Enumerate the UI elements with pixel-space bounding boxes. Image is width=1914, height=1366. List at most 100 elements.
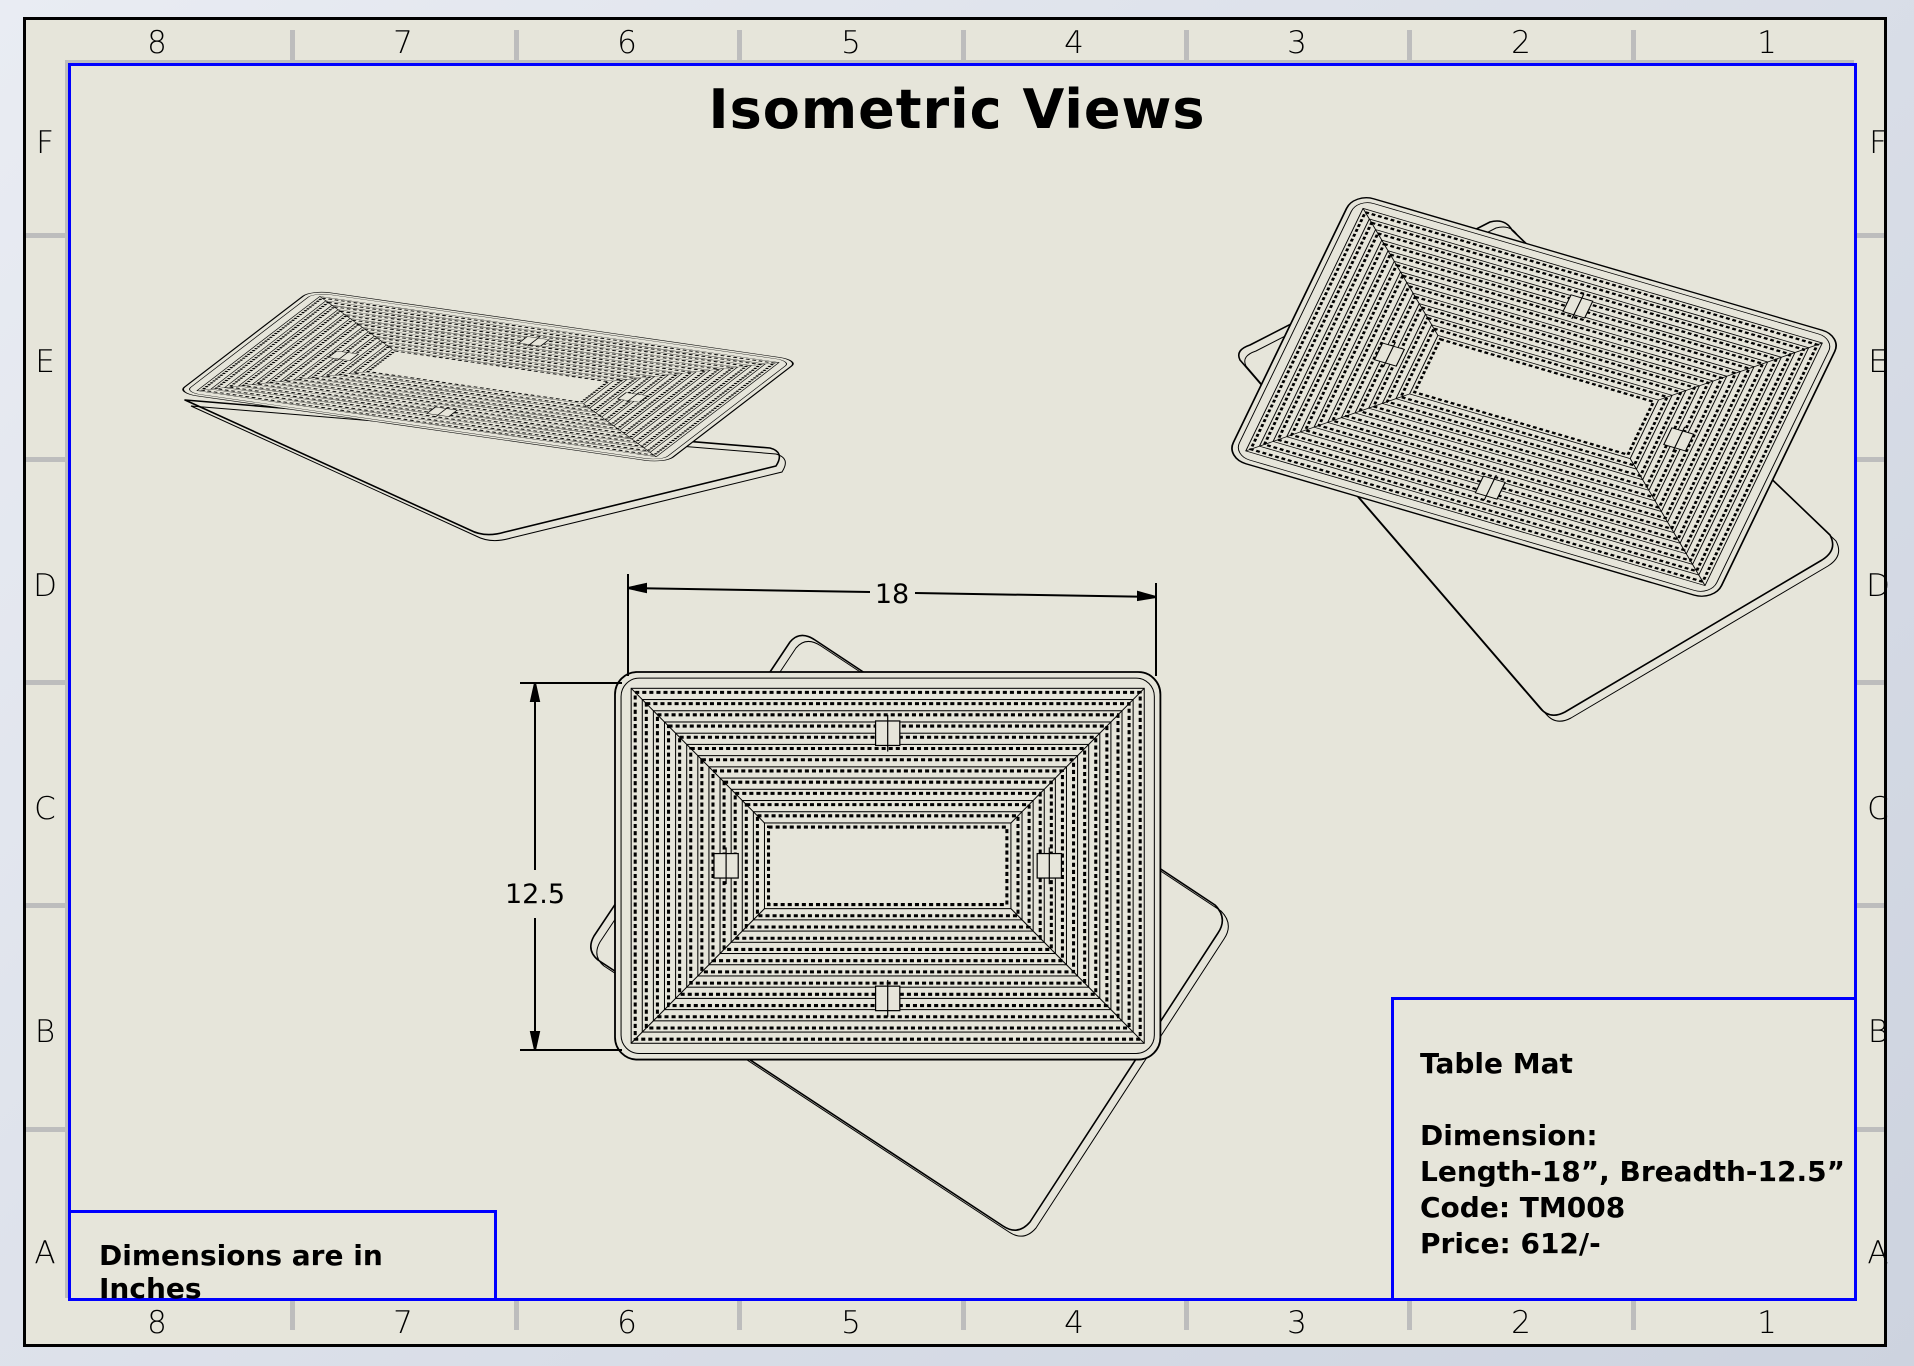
zone-divider — [1857, 457, 1884, 462]
zone-divider — [1857, 903, 1884, 908]
zone-divider — [1184, 1301, 1189, 1330]
weave-ring — [196, 296, 780, 457]
row-label: B — [1867, 1014, 1889, 1050]
mat-body — [182, 291, 794, 462]
isometric-view-right — [1231, 197, 1840, 722]
front-view — [590, 634, 1229, 1237]
weave-ring — [1327, 271, 1742, 523]
mat-outline — [1231, 197, 1837, 597]
weave-ring — [652, 710, 1123, 1022]
mitre-line — [196, 371, 364, 391]
column-label: 5 — [841, 25, 861, 61]
mitre-line — [1362, 208, 1439, 336]
weave-ring — [348, 344, 628, 409]
mitre-line — [1658, 342, 1823, 401]
length-dimension-label: 18 — [875, 579, 909, 610]
drawing-title: Isometric Views — [708, 78, 1206, 141]
zone-divider — [1407, 30, 1412, 63]
mat-base-loop — [1244, 226, 1840, 722]
mat-outline — [614, 671, 1162, 1061]
column-label: 2 — [1511, 25, 1531, 61]
breadth-dimension — [520, 682, 622, 1051]
zone-divider — [1857, 1127, 1884, 1132]
length-dimension — [627, 574, 1157, 676]
mitre-line — [612, 362, 780, 382]
zone-divider — [26, 1127, 68, 1132]
column-label: 8 — [147, 25, 167, 61]
mitre-line — [1245, 393, 1410, 452]
weave-ring-dashes — [213, 301, 763, 452]
zone-divider — [290, 30, 295, 63]
row-label: B — [34, 1014, 56, 1050]
mat-base-loop — [190, 405, 786, 542]
column-label: 6 — [617, 25, 637, 61]
weave-ring — [1258, 218, 1810, 576]
breadth-dimension-label: 12.5 — [505, 879, 565, 910]
mitre-line — [1010, 687, 1145, 824]
mat-base-loop — [596, 641, 1229, 1237]
zone-divider — [290, 1301, 295, 1330]
row-label: E — [35, 344, 55, 380]
weave-ring — [708, 766, 1067, 966]
mat-body — [1231, 197, 1837, 597]
column-label: 5 — [841, 1305, 861, 1341]
mitre-line — [630, 908, 765, 1044]
weave-ring — [334, 340, 642, 413]
mat-base-loop — [184, 399, 781, 536]
mitre-line — [630, 687, 765, 824]
zone-divider — [737, 1301, 742, 1330]
weave-ring-dashes — [744, 803, 1031, 929]
weave-ring — [1381, 313, 1687, 481]
mat-body — [614, 671, 1162, 1061]
zone-divider — [26, 903, 68, 908]
knot-motif — [1483, 474, 1497, 501]
row-label: A — [34, 1235, 56, 1271]
weave-ring-dashes — [1399, 327, 1670, 467]
zone-divider — [961, 30, 966, 63]
row-label: C — [34, 791, 56, 827]
mat-rim — [1237, 202, 1831, 592]
zone-divider — [1184, 30, 1189, 63]
weave-ring — [697, 755, 1079, 977]
column-label: 4 — [1064, 1305, 1084, 1341]
column-label: 8 — [147, 1305, 167, 1341]
weave-ring — [741, 800, 1034, 932]
column-label: 4 — [1064, 25, 1084, 61]
weave-ring-dashes — [352, 345, 624, 408]
drawing-frame — [68, 63, 1857, 1301]
weave-ring — [1272, 229, 1796, 565]
column-label: 1 — [1757, 25, 1777, 61]
zone-divider — [1857, 233, 1884, 238]
zone-divider — [1857, 680, 1884, 685]
knot-motif — [336, 350, 351, 361]
weave-ring — [362, 349, 614, 405]
column-label: 7 — [393, 1305, 413, 1341]
part-price: Price: 612/- — [1420, 1227, 1601, 1260]
isometric-view-left — [182, 291, 794, 542]
knot-motif — [1672, 426, 1686, 453]
zone-divider — [26, 680, 68, 685]
weave-ring-dashes — [366, 350, 610, 403]
mat-base-loop — [590, 634, 1224, 1231]
weave-ring-dashes — [700, 758, 1076, 974]
column-label: 7 — [393, 25, 413, 61]
weave-ring — [1408, 334, 1660, 460]
knot-motif — [1571, 293, 1585, 320]
part-name: Table Mat — [1420, 1047, 1573, 1080]
weave-ring — [641, 699, 1134, 1033]
zone-divider — [1407, 1301, 1412, 1330]
row-label: F — [36, 125, 54, 161]
weave-ring — [1395, 324, 1673, 470]
dimension-value: Length-18”, Breadth-12.5” — [1420, 1155, 1846, 1188]
knot-motif — [435, 406, 450, 417]
mat-rim — [620, 677, 1155, 1054]
weave-ring-dashes — [767, 825, 1009, 907]
mitre-line — [1629, 458, 1706, 586]
mitre-line — [319, 296, 393, 350]
column-label: 2 — [1511, 1305, 1531, 1341]
weave-ring — [279, 322, 697, 431]
zone-divider — [26, 233, 68, 238]
units-note: Dimensions are in Inches — [68, 1210, 497, 1305]
weave-ring — [293, 327, 683, 427]
